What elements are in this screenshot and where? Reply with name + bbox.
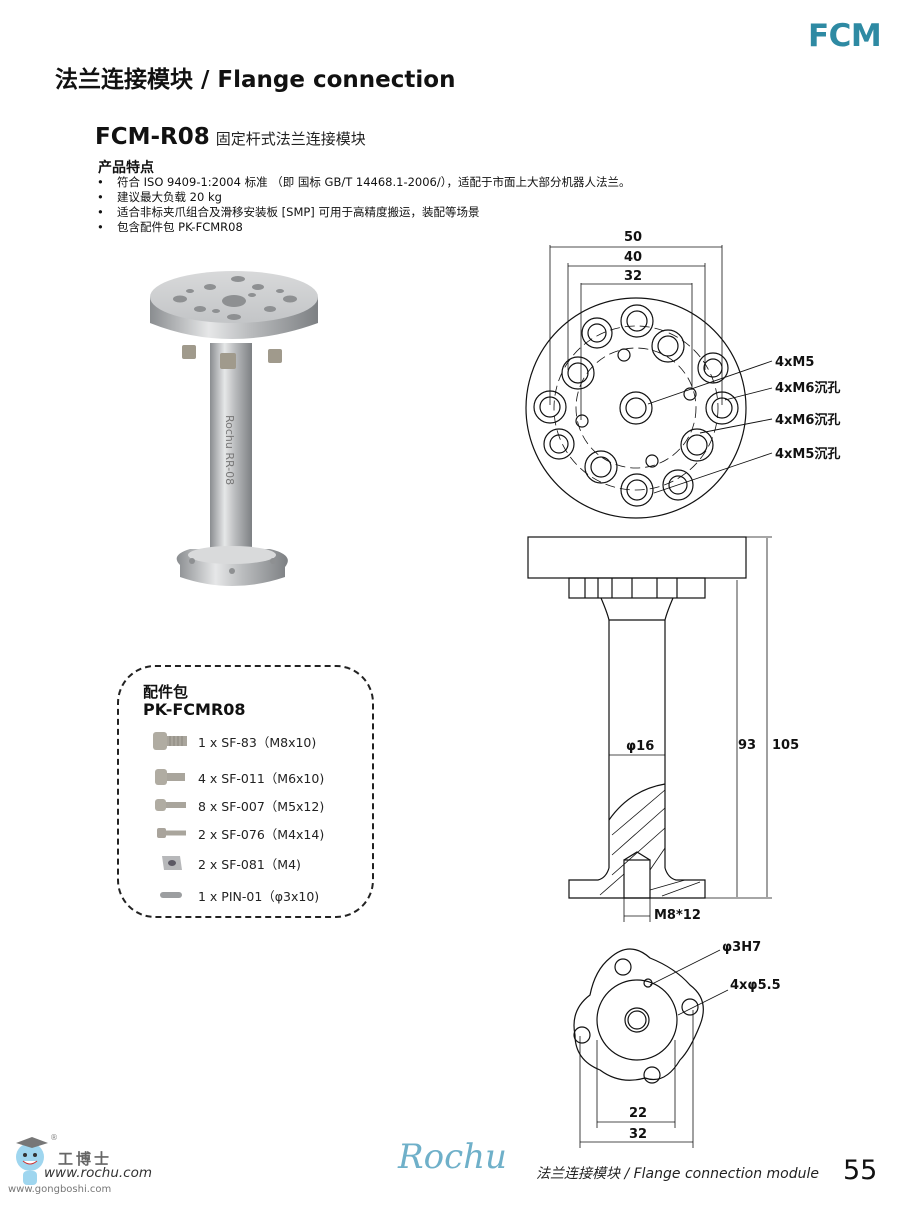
svg-text:93: 93 [738, 738, 756, 753]
watermark-url-gongboshi[interactable]: www.gongboshi.com [8, 1184, 112, 1195]
kit-code: PK-FCMR08 [143, 700, 246, 719]
product-heading: FCM-R08 固定杆式法兰连接模块 [95, 124, 366, 150]
section-badge: FCM [808, 18, 882, 54]
watermark-url-rochu[interactable]: www.rochu.com [44, 1165, 153, 1181]
pin-icon [150, 884, 192, 906]
kit-item: 2 x SF-081（M4) [150, 852, 301, 874]
page-number: 55 [843, 1155, 878, 1186]
kit-title: 配件包 [143, 683, 189, 701]
svg-text:40: 40 [624, 250, 642, 265]
kit-item: 1 x SF-83（M8x10) [150, 730, 316, 752]
watermark-chinese: 工博士 [58, 1150, 113, 1168]
accessory-kit-box [117, 665, 374, 918]
screw-m5-icon [150, 794, 192, 816]
svg-text:4xφ5.5: 4xφ5.5 [730, 978, 781, 993]
svg-text:32: 32 [624, 269, 642, 284]
product-code: FCM-R08 [95, 124, 210, 150]
svg-text:4xM6沉孔: 4xM6沉孔 [775, 380, 840, 396]
footer-module-label: 法兰连接模块 / Flange connection module [536, 1166, 820, 1182]
feature-item: •适合非标夹爪组合及滑移安装板 [SMP] 可用于高精度搬运，装配等场景 [97, 205, 480, 219]
svg-text:Rochu RR-08: Rochu RR-08 [223, 415, 236, 485]
features-title: 产品特点 [98, 160, 154, 176]
svg-text:4xM5: 4xM5 [775, 355, 814, 370]
feature-item: •建议最大负载 20 kg [97, 190, 222, 204]
svg-text:32: 32 [629, 1127, 647, 1142]
features-list: •符合 ISO 9409-1:2004 标准 （即 国标 GB/T 14468.… [97, 175, 631, 235]
svg-text:φ3H7: φ3H7 [722, 940, 761, 955]
screw-m8-icon [150, 730, 192, 752]
svg-text:4xM6沉孔: 4xM6沉孔 [775, 412, 840, 428]
mascot-icon [16, 1137, 48, 1185]
kit-item: 8 x SF-007（M5x12) [150, 794, 324, 816]
feature-item: •符合 ISO 9409-1:2004 标准 （即 国标 GB/T 14468.… [97, 175, 631, 189]
kit-item: 4 x SF-011（M6x10) [150, 766, 324, 788]
feature-item: •包含配件包 PK-FCMR08 [97, 220, 243, 234]
nut-icon [150, 852, 192, 874]
kit-item: 2 x SF-076（M4x14) [150, 822, 324, 844]
brand-logo: Rochu [398, 1137, 507, 1177]
svg-text:φ16: φ16 [626, 739, 654, 754]
kit-item: 1 x PIN-01（φ3x10) [150, 884, 319, 906]
product-name: 固定杆式法兰连接模块 [215, 130, 366, 148]
svg-text:4xM5沉孔: 4xM5沉孔 [775, 446, 840, 462]
svg-text:105: 105 [772, 738, 799, 753]
page-title: 法兰连接模块 / Flange connection [55, 67, 456, 93]
screw-m4-icon [150, 822, 192, 844]
screw-m6-icon [150, 766, 192, 788]
svg-text:22: 22 [629, 1106, 647, 1121]
product-image: Rochu RR-08 [150, 271, 318, 586]
svg-text:M8*12: M8*12 [654, 908, 701, 923]
